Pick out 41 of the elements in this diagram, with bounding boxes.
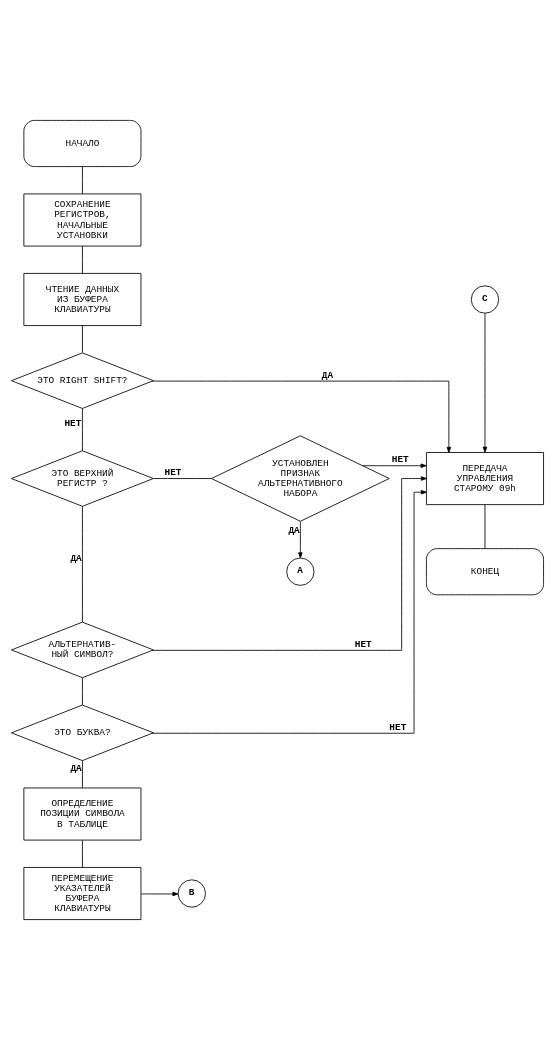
connector [82, 759, 83, 788]
arrow [298, 520, 303, 558]
edge-label: ДА [288, 524, 300, 536]
connector [82, 165, 83, 194]
node-box: СОХРАНЕНИЕ РЕГИСТРОВ, НАЧАЛЬНЫЕ УСТАНОВКИ [23, 193, 142, 246]
connector [484, 503, 486, 549]
edge-label: НЕТ [64, 417, 82, 429]
node-circle: A [286, 557, 315, 586]
arrow [152, 475, 427, 651]
edge-label: НЕТ [164, 466, 182, 478]
arrow [362, 463, 427, 468]
node-box: ПЕРЕМЕЩЕНИЕ УКАЗАТЕЛЕЙ БУФЕРА КЛАВИАТУРЫ [23, 866, 142, 920]
arrow [140, 891, 179, 896]
node-box: КОНЕЦ [426, 547, 544, 595]
edge-label: НЕТ [391, 453, 409, 465]
node-circle: C [470, 284, 500, 314]
arrow [482, 312, 488, 453]
arrow [152, 380, 452, 453]
node-circle: B [177, 878, 206, 908]
node-box: ПЕРЕДАЧА УПРАВЛЕНИЯ СТАРОМУ 09h [426, 451, 544, 505]
edge-label: ДА [321, 369, 334, 381]
connector [153, 477, 212, 479]
arrow [151, 489, 427, 734]
node-box: ОПРЕДЕЛЕНИЕ ПОЗИЦИИ СИМВОЛА В ТАБЛИЦЕ [23, 787, 142, 840]
node-diamond: ЭТО БУКВА? [11, 704, 154, 761]
node-box: НАЧАЛО [23, 119, 142, 167]
node-diamond: УСТАНОВЛЕН ПРИЗНАК АЛЬТЕРНАТИВНОГО НАБОРА [211, 434, 390, 522]
connector [82, 245, 83, 274]
connector [82, 324, 83, 353]
node-box: ЧТЕНИЕ ДАННЫХ ИЗ БУФЕРА КЛАВИАТУРЫ [23, 272, 142, 326]
edge-label: НЕТ [354, 638, 372, 650]
node-diamond: ЭТО RIGHT SHIFT? [11, 351, 154, 409]
connector [82, 407, 83, 451]
connector [82, 839, 83, 868]
connector [82, 676, 83, 705]
node-diamond: ЭТО ВЕРХНИЙ РЕГИСТР ? [11, 449, 154, 507]
edge-label: ДА [70, 552, 82, 564]
node-diamond: АЛЬТЕРНАТИВ- НЫЙ СИМВОЛ? [11, 621, 154, 678]
edge-label: ДА [70, 762, 82, 774]
connector [82, 505, 83, 622]
edge-label: НЕТ [389, 721, 407, 733]
